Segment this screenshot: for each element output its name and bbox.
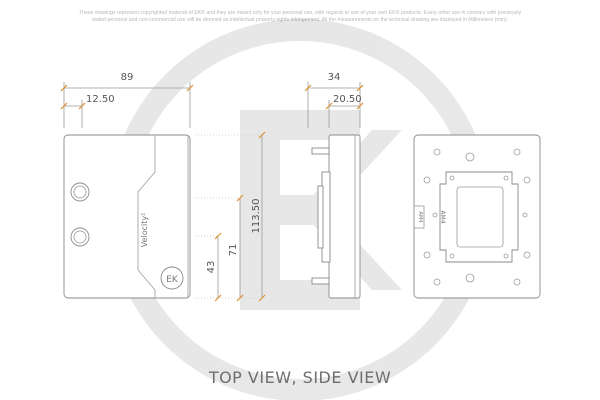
dim-height-43: 43 [206,261,217,274]
block-front-plate [63,134,191,299]
bottom-view: AM4 AM4 [413,134,541,299]
socket-label: AM4 [439,210,446,223]
dim-width-89: 89 [121,72,134,83]
disclaimer-line-1: These drawings represent copyrighted mat… [78,10,522,16]
side-screw-bottom [311,277,330,285]
brand-label: Velocity² [140,213,149,248]
copyright-disclaimer: These drawings represent copyrighted mat… [0,10,600,24]
dim-inner-20-50: 20.50 [333,94,362,105]
side-screw-top [311,147,330,155]
dim-depth-34: 34 [328,72,341,83]
socket-sub-label: AM4 [417,212,423,223]
svg-text:EK: EK [166,275,179,285]
top-view: 89 12.50 Velocity² EK [60,72,194,299]
dim-height-71: 71 [228,244,239,257]
dim-height-113-50: 113.50 [251,199,262,234]
height-dimensions: 113.50 71 43 [195,131,266,302]
dim-inlet-12-50: 12.50 [86,94,115,105]
am4-mounting-frame [439,171,519,263]
ek-logo-badge [160,266,184,290]
side-cold-plate [317,185,324,249]
side-view: 34 20.50 [304,72,364,299]
view-caption: TOP VIEW, SIDE VIEW [208,368,392,387]
disclaimer-line-2: stated personal and non-commercial use w… [91,17,509,23]
